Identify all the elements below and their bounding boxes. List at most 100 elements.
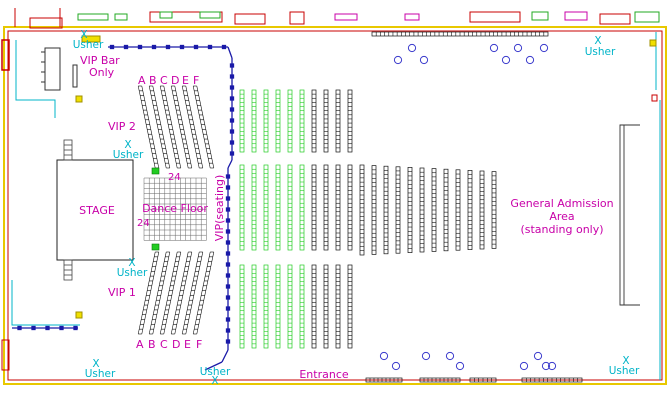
vip1-seat-rows — [137, 251, 215, 335]
vip1-label: VIP 1 — [108, 286, 136, 299]
right-corridor — [649, 32, 661, 380]
row-rail — [196, 251, 215, 335]
row-rail — [163, 251, 182, 335]
seat-row — [371, 165, 377, 255]
rope-post — [17, 325, 22, 331]
row-letter: D — [171, 74, 179, 87]
cocktail-table-icon — [519, 361, 529, 371]
usher-vip2: X Usher — [113, 139, 144, 161]
seat-row — [239, 89, 245, 153]
cocktail-table-icon — [501, 55, 511, 65]
usher-label: Usher — [73, 39, 104, 51]
row-letter: B — [149, 74, 157, 87]
vip-seating-label: VIP(seating) — [213, 175, 226, 242]
row-letter: B — [148, 338, 156, 351]
usher-label: Usher — [85, 368, 116, 380]
usher-mark: X — [128, 257, 135, 269]
ga-label-line3: (standing only) — [520, 223, 603, 236]
rope-post — [225, 229, 231, 234]
rope-post — [229, 129, 235, 134]
vip-bar-counter — [41, 47, 78, 91]
row-rail — [137, 251, 156, 335]
usher-label: Usher — [609, 365, 640, 377]
rope-post — [229, 151, 235, 156]
usher-top-left: X Usher — [73, 29, 104, 51]
rope-post — [59, 325, 64, 331]
cocktail-table-icon — [407, 43, 417, 53]
rope-post — [229, 107, 235, 112]
rope-post — [109, 44, 115, 50]
cocktail-table-icon — [445, 351, 455, 361]
row-letter: C — [160, 74, 168, 87]
dance-floor — [143, 177, 207, 241]
stage-label: STAGE — [79, 204, 115, 217]
rope-post — [31, 325, 36, 331]
rope-post — [207, 44, 213, 50]
rope-post — [45, 325, 50, 331]
rope-post — [225, 207, 231, 212]
rope-post — [225, 295, 231, 300]
ga-label-line1: General Admission — [510, 197, 613, 210]
bench-rows — [365, 31, 583, 383]
usher-mark: X — [92, 358, 99, 370]
rope-post — [229, 74, 235, 79]
row-rail — [181, 251, 200, 335]
rope-post — [225, 262, 231, 267]
row-rail — [163, 85, 182, 169]
row-rail — [159, 251, 178, 335]
usher-mark: X — [594, 35, 601, 47]
row-letter: F — [196, 338, 202, 351]
row-letter: E — [182, 74, 189, 87]
vip2-seat-rows — [137, 85, 215, 169]
usher-top-right: X Usher — [585, 35, 616, 58]
row-letter: D — [172, 338, 180, 351]
vip-bar-label-line2: Only — [89, 66, 115, 79]
ga-label-line2: Area — [549, 210, 574, 223]
seat-row — [443, 168, 449, 252]
usher-label: Usher — [117, 267, 148, 279]
rope-post — [229, 63, 235, 68]
row-rail — [196, 85, 215, 169]
left-corridor — [11, 35, 101, 326]
row-letter: C — [160, 338, 168, 351]
row-rail — [148, 251, 167, 335]
stage[interactable] — [56, 139, 134, 281]
seat-row — [359, 164, 365, 256]
seat-row — [287, 89, 293, 153]
rope-post — [229, 85, 235, 90]
row-rail — [174, 251, 193, 335]
usher-mark: X — [211, 375, 218, 387]
cocktail-table-icon — [489, 43, 499, 53]
row-rail — [181, 85, 200, 169]
rope-post — [165, 44, 171, 50]
rope-post — [225, 284, 231, 289]
row-letter: A — [136, 338, 144, 351]
rope-post — [225, 317, 231, 322]
cocktail-table-icon — [533, 351, 543, 361]
row-rail — [159, 85, 178, 169]
seat-row — [311, 89, 317, 153]
usher-label: Usher — [585, 46, 616, 58]
seat-row — [383, 165, 389, 255]
row-letter: E — [184, 338, 191, 351]
row-rail — [174, 85, 193, 169]
rope-post — [229, 140, 235, 145]
cocktail-table-icon — [419, 55, 429, 65]
row-rail — [192, 85, 211, 169]
usher-label: Usher — [200, 366, 231, 378]
seat-row — [263, 89, 269, 153]
rope-post — [225, 185, 231, 190]
row-rail — [141, 251, 160, 335]
seat-row — [251, 89, 257, 153]
usher-label: Usher — [113, 149, 144, 161]
seat-row — [323, 89, 329, 153]
rope-post — [225, 306, 231, 311]
vip2-label: VIP 2 — [108, 120, 136, 133]
rope-post — [151, 44, 157, 50]
rope-post — [225, 328, 231, 333]
usher-mark: X — [622, 355, 629, 367]
rope-post — [137, 44, 143, 50]
row-rail — [152, 251, 171, 335]
cocktail-table-icon — [513, 43, 523, 53]
